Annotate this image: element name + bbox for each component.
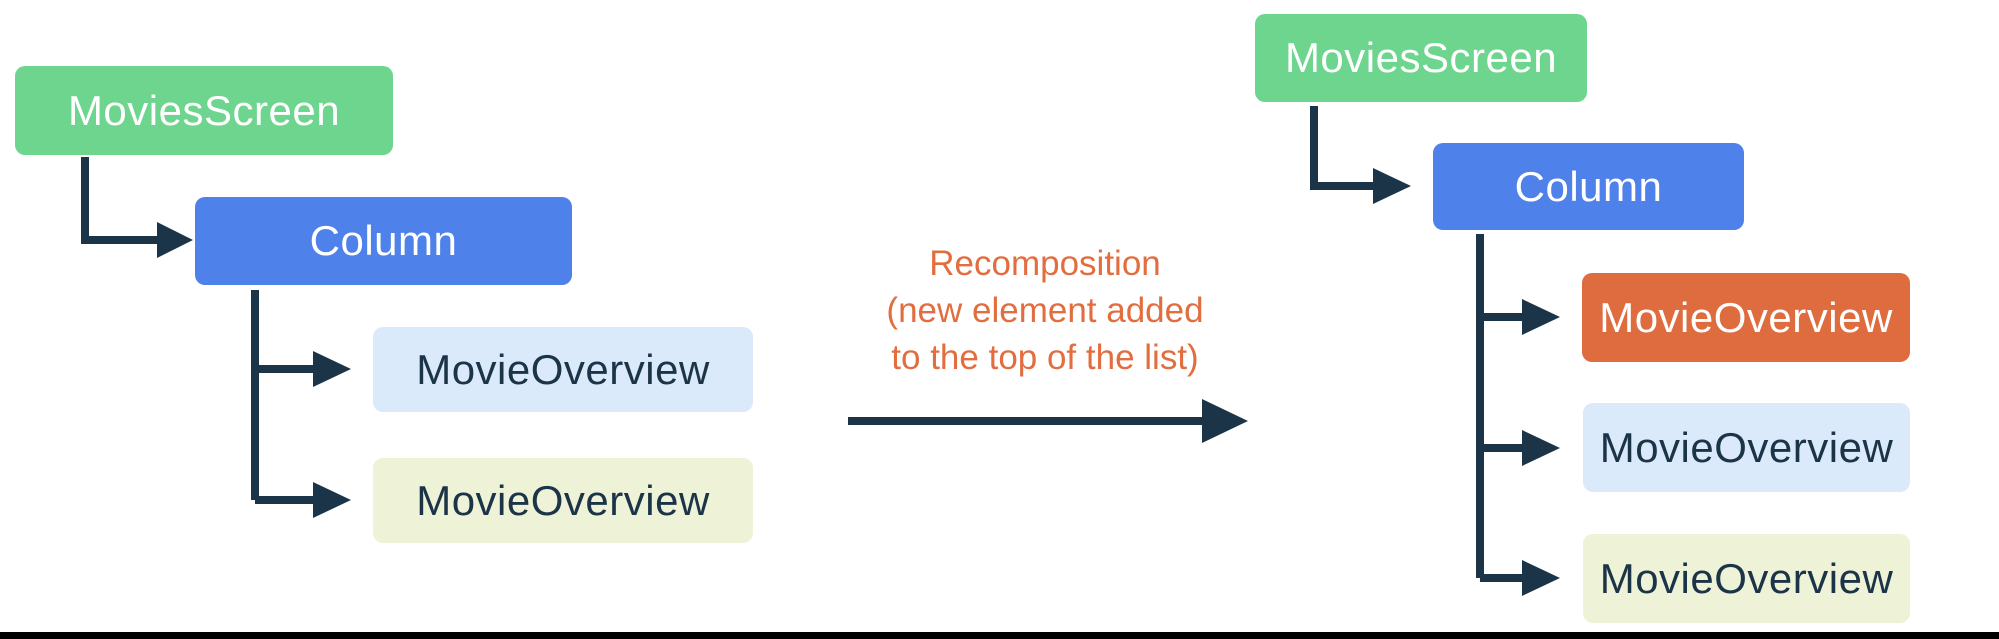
left-branch-1-arrowhead [313, 351, 351, 387]
right-branch-2-arrowhead [1522, 430, 1560, 466]
left-movieoverview-node-1: MovieOverview [373, 327, 753, 412]
recomposition-arrowhead [1202, 399, 1248, 443]
right-movieoverview-node-3: MovieOverview [1583, 534, 1910, 623]
right-moviesscreen-node: MoviesScreen [1255, 14, 1587, 102]
left-root-elbow-connector [81, 157, 162, 244]
right-branch-1-arrowhead [1522, 299, 1560, 335]
left-movieoverview-node-2: MovieOverview [373, 458, 753, 543]
left-branch-2-arrowhead [313, 482, 351, 518]
right-movieoverview-node-2: MovieOverview [1583, 403, 1910, 492]
right-root-arrowhead [1373, 168, 1411, 204]
recomposition-label-line-3: to the top of the list) [891, 338, 1199, 377]
right-branch-3-arrowhead [1522, 560, 1560, 596]
right-movieoverview-node-new: MovieOverview [1582, 273, 1910, 362]
left-root-arrowhead [157, 222, 193, 258]
left-column-node: Column [195, 197, 572, 285]
right-root-elbow-connector [1310, 106, 1377, 190]
recomposition-label-line-2: (new element added [886, 291, 1204, 330]
right-column-node: Column [1433, 143, 1744, 230]
bottom-border-line [0, 632, 1999, 639]
recomposition-label: Recomposition (new element added to the … [810, 240, 1280, 381]
recomposition-label-line-1: Recomposition [929, 244, 1161, 283]
left-moviesscreen-node: MoviesScreen [15, 66, 393, 155]
